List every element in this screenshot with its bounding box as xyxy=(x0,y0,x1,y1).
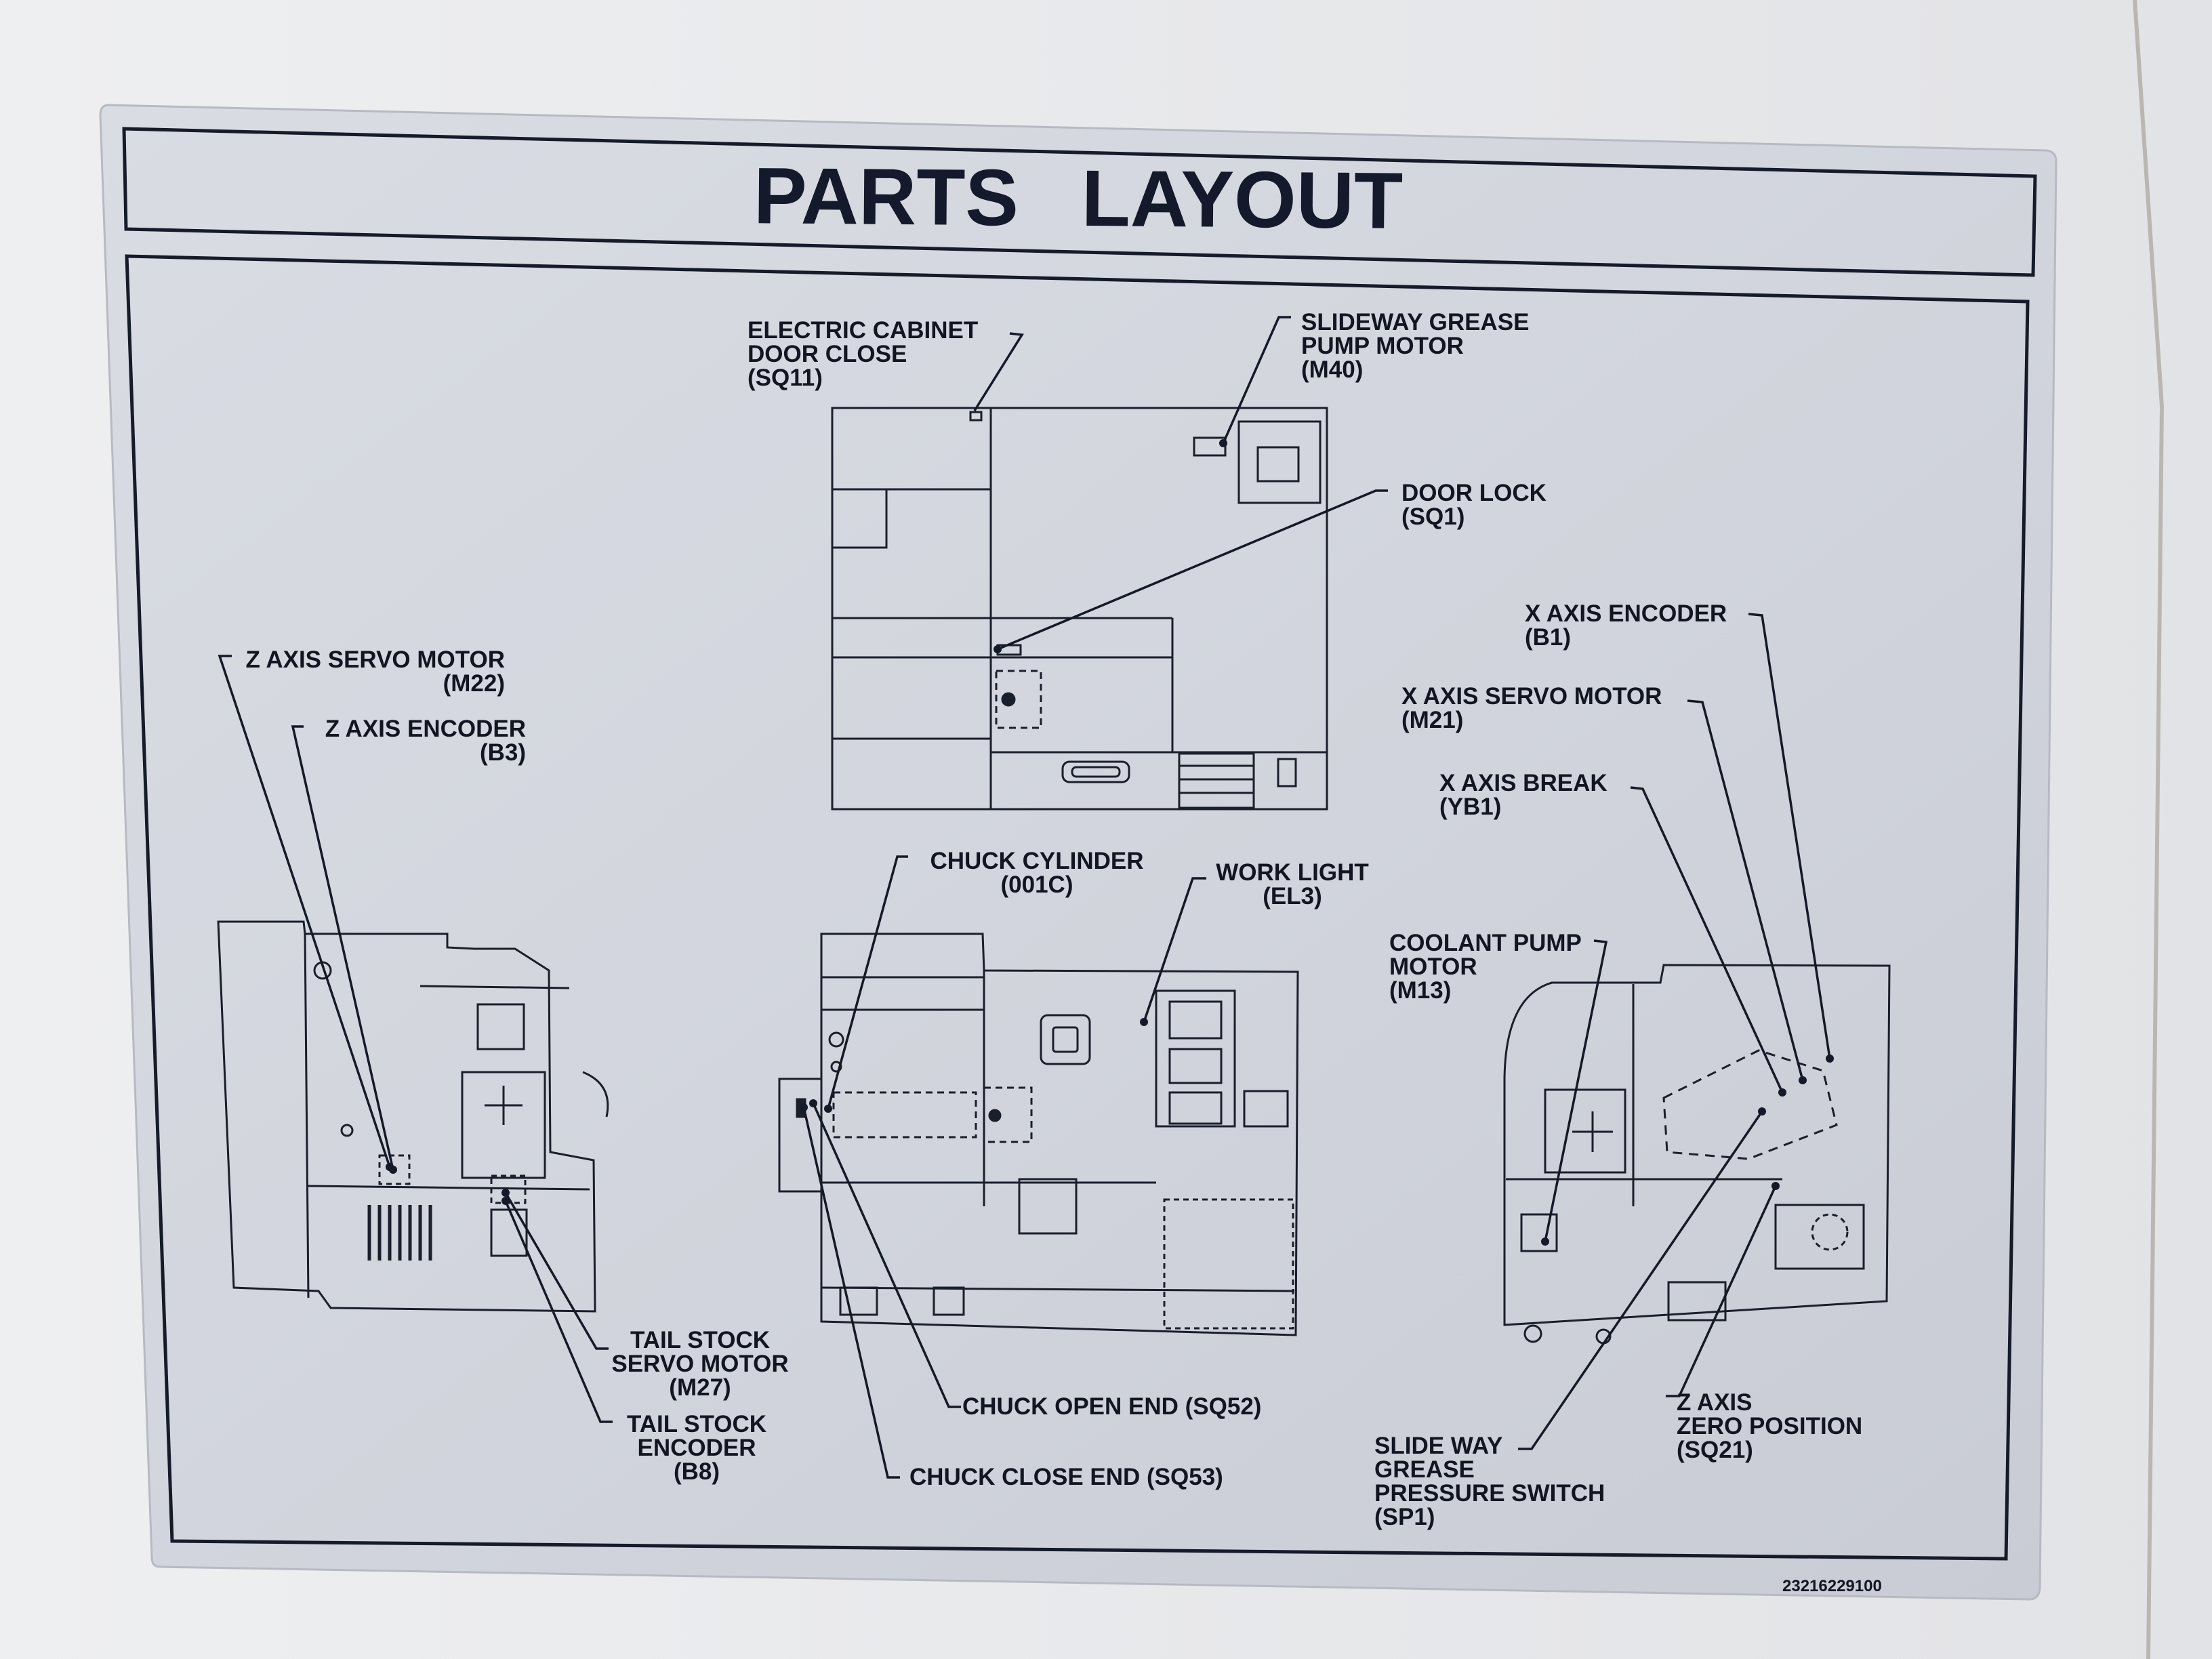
label-line: GREASE xyxy=(1374,1456,1475,1483)
label-line: CHUCK CLOSE END (SQ53) xyxy=(909,1464,1223,1490)
label-line: (EL3) xyxy=(1263,883,1322,909)
front-view-drawing xyxy=(778,933,1299,1336)
label-line: PUMP MOTOR xyxy=(1301,333,1464,359)
label-z-axis-encoder: Z AXIS ENCODER (B3) xyxy=(309,717,526,764)
plate-title: PARTS LAYOUT xyxy=(753,151,1404,246)
label-chuck-close-end: CHUCK CLOSE END (SQ53) xyxy=(909,1465,1223,1489)
leader-lines xyxy=(218,316,1831,1479)
label-chuck-open-end: CHUCK OPEN END (SQ52) xyxy=(962,1395,1261,1418)
left-side-view-drawing xyxy=(217,920,609,1313)
part-number: 23216229100 xyxy=(1782,1577,1882,1595)
label-line: CHUCK CYLINDER xyxy=(930,848,1144,874)
top-view-drawing xyxy=(831,407,1328,811)
right-side-view-drawing xyxy=(1503,964,1891,1345)
surface-edge xyxy=(2133,0,2165,1659)
label-line: (SQ1) xyxy=(1401,504,1465,530)
label-line: DOOR LOCK xyxy=(1401,480,1547,506)
label-line: (M21) xyxy=(1401,707,1464,733)
label-tail-stock-servo-motor: TAIL STOCK SERVO MOTOR (M27) xyxy=(610,1328,790,1399)
plate-shape xyxy=(99,104,2057,1601)
label-line: SLIDE WAY xyxy=(1374,1433,1503,1459)
label-line: X AXIS SERVO MOTOR xyxy=(1401,683,1662,710)
label-line: DOOR CLOSE xyxy=(747,341,907,367)
label-z-axis-zero-position: Z AXIS ZERO POSITION (SQ21) xyxy=(1677,1391,1862,1462)
label-work-light: WORK LIGHT (EL3) xyxy=(1208,861,1377,908)
label-line: (SP1) xyxy=(1374,1504,1435,1530)
label-x-axis-encoder: X AXIS ENCODER (B1) xyxy=(1525,602,1727,649)
label-line: ENCODER xyxy=(637,1435,756,1461)
label-line: Z AXIS ENCODER xyxy=(325,716,526,742)
label-z-axis-servo-motor: Z AXIS SERVO MOTOR (M22) xyxy=(230,648,505,695)
label-line: (B8) xyxy=(673,1458,720,1485)
label-slide-way-grease-pressure-switch: SLIDE WAY GREASE PRESSURE SWITCH (SP1) xyxy=(1374,1434,1605,1529)
diagram-frame xyxy=(125,254,2030,1561)
label-line: X AXIS BREAK xyxy=(1439,770,1607,796)
label-line: (M40) xyxy=(1301,356,1364,383)
label-line: (SQ11) xyxy=(747,365,823,391)
label-line: ZERO POSITION xyxy=(1677,1413,1863,1439)
label-electric-cabinet-door-close: ELECTRIC CABINET DOOR CLOSE (SQ11) xyxy=(747,319,978,390)
label-chuck-cylinder: CHUCK CYLINDER (001C) xyxy=(923,849,1151,897)
leader-arrowheads xyxy=(386,439,1834,1246)
label-line: (YB1) xyxy=(1439,794,1502,820)
label-line: (B3) xyxy=(479,739,526,766)
label-line: COOLANT PUMP xyxy=(1389,930,1582,956)
label-coolant-pump-motor: COOLANT PUMP MOTOR (M13) xyxy=(1389,931,1582,1002)
label-line: Z AXIS SERVO MOTOR xyxy=(245,647,505,673)
label-line: ELECTRIC CABINET xyxy=(747,317,979,344)
label-line: Z AXIS xyxy=(1677,1389,1753,1416)
label-line: (SQ21) xyxy=(1677,1437,1753,1463)
label-line: (M13) xyxy=(1389,977,1452,1004)
label-line: PRESSURE SWITCH xyxy=(1374,1480,1605,1507)
label-line: WORK LIGHT xyxy=(1216,859,1369,886)
label-line: SERVO MOTOR xyxy=(611,1351,789,1377)
label-line: SLIDEWAY GREASE xyxy=(1301,309,1530,335)
label-line: TAIL STOCK xyxy=(630,1327,771,1353)
label-line: (M27) xyxy=(669,1374,731,1401)
label-x-axis-break: X AXIS BREAK (YB1) xyxy=(1439,771,1607,819)
label-line: X AXIS ENCODER xyxy=(1525,600,1727,627)
label-line: (001C) xyxy=(1000,872,1073,898)
label-line: (M22) xyxy=(443,670,505,697)
label-x-axis-servo-motor: X AXIS SERVO MOTOR (M21) xyxy=(1401,684,1662,732)
label-line: (B1) xyxy=(1525,624,1572,651)
label-line: TAIL STOCK xyxy=(626,1411,767,1437)
label-line: MOTOR xyxy=(1389,954,1477,980)
label-tail-stock-encoder: TAIL STOCK ENCODER (B8) xyxy=(610,1412,783,1483)
title-frame xyxy=(122,127,2037,277)
label-line: CHUCK OPEN END (SQ52) xyxy=(962,1393,1262,1420)
label-door-lock: DOOR LOCK (SQ1) xyxy=(1401,481,1547,529)
label-slideway-grease-pump-motor: SLIDEWAY GREASE PUMP MOTOR (M40) xyxy=(1301,310,1529,382)
